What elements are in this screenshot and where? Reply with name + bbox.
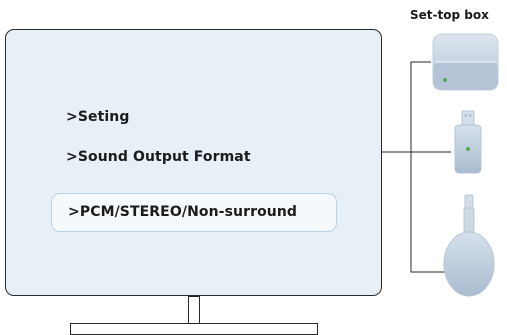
connector-bracket [410,61,451,273]
led-indicator [466,147,470,151]
tv-stand-neck [188,296,200,324]
tv-screen [5,29,382,296]
device-title: Set-top box [410,8,489,22]
connector-lines [382,61,451,273]
selected-menu-highlight [51,193,337,232]
streaming-dongle-icon [443,194,495,297]
menu-item-sound-output-format: >Sound Output Format [66,149,251,165]
menu-item-pcm-stereo: >PCM/STEREO/Non-surround [68,204,298,220]
led-indicator [443,78,447,82]
usb-stick-icon [454,110,482,174]
set-top-box-icon [432,33,499,91]
menu-item-setting: >Seting [66,109,130,125]
